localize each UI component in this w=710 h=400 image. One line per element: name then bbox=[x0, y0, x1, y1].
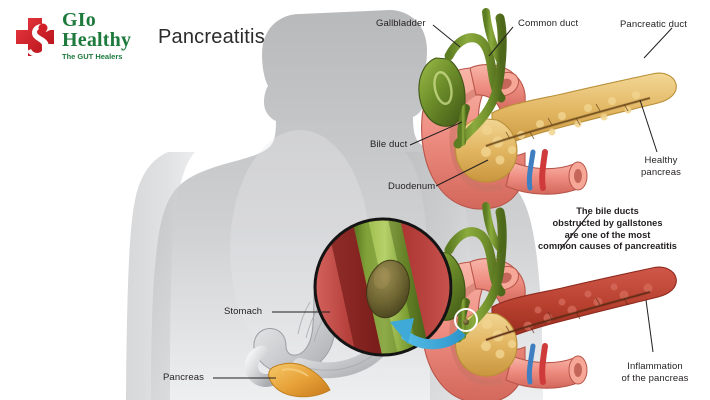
label-pancreas: Pancreas bbox=[163, 372, 204, 383]
label-inflammation-line1: Inflammation bbox=[627, 361, 683, 372]
label-healthy-pancreas: Healthy pancreas bbox=[632, 155, 690, 178]
label-healthy-pancreas-line1: Healthy bbox=[644, 155, 678, 166]
label-bile-duct: Bile duct bbox=[370, 139, 408, 150]
brand-tagline: The GUT Healers bbox=[62, 52, 123, 61]
healthy-pancreas-diagram bbox=[418, 8, 677, 210]
blue-curved-arrow bbox=[390, 318, 466, 350]
label-inflammation: Inflammation of the pancreas bbox=[608, 361, 702, 384]
callout-line-4: common causes of pancreatitis bbox=[538, 241, 677, 252]
brand-name-line1: GIo bbox=[62, 9, 96, 31]
page-title: Pancreatitis bbox=[158, 26, 265, 48]
label-duodenum: Duodenum bbox=[388, 181, 436, 192]
brand-name-line2: Healthy bbox=[62, 29, 132, 51]
label-gallbladder: Gallbladder bbox=[376, 18, 426, 29]
callout-note: The bile ducts obstructed by gallstones … bbox=[505, 206, 710, 253]
label-stomach: Stomach bbox=[224, 306, 263, 317]
label-healthy-pancreas-line2: pancreas bbox=[641, 166, 681, 178]
brand-logo[interactable]: GIo Healthy The GUT Healers bbox=[10, 10, 150, 72]
label-common-duct: Common duct bbox=[518, 18, 579, 29]
medical-cross-stomach-icon bbox=[16, 18, 54, 57]
label-pancreatic-duct: Pancreatic duct bbox=[620, 19, 687, 30]
leader-lines bbox=[213, 24, 673, 379]
white-highlight-circle bbox=[454, 308, 478, 332]
callout-line-1: The bile ducts bbox=[576, 206, 639, 216]
magnified-bile-duct-view bbox=[313, 217, 453, 357]
callout-line-2: obstructed by gallstones bbox=[552, 217, 663, 228]
inflamed-pancreas-diagram bbox=[418, 202, 677, 400]
callout-line-3: are one of the most bbox=[564, 229, 651, 240]
brand-logo-text: GIo Healthy The GUT Healers bbox=[62, 10, 154, 62]
label-inflammation-line2: of the pancreas bbox=[621, 372, 689, 384]
